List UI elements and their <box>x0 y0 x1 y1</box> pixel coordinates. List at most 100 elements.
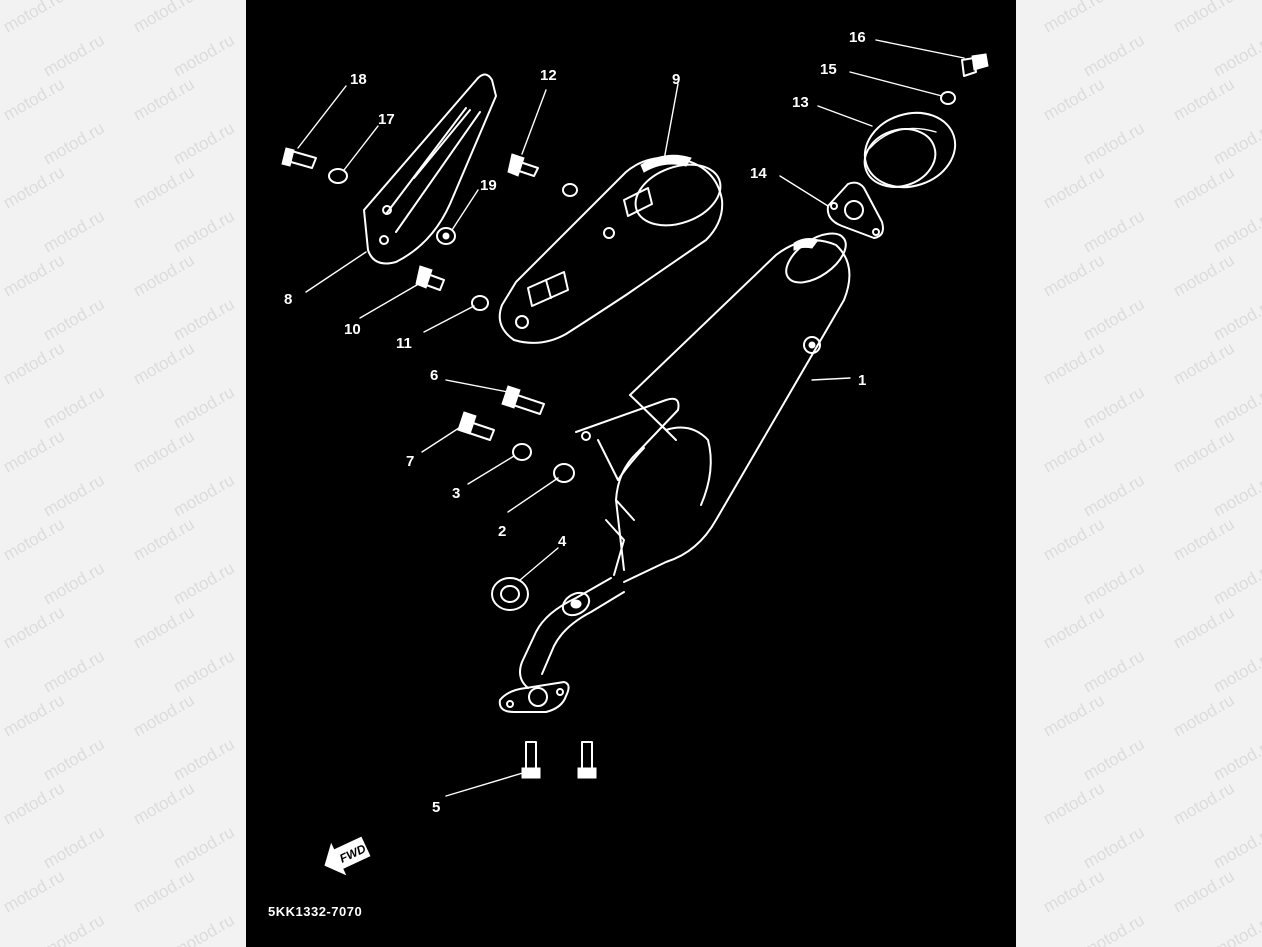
watermark-text: motod.ru <box>1040 602 1108 653</box>
watermark-text: motod.ru <box>0 0 68 37</box>
parts-diagram-panel: 1 2 3 4 5 6 7 8 9 10 11 12 13 14 15 16 1… <box>246 0 1016 947</box>
watermark-text: motod.ru <box>170 118 238 169</box>
watermark-text: motod.ru <box>1040 0 1108 37</box>
watermark-text: motod.ru <box>170 294 238 345</box>
watermark-text: motod.ru <box>0 162 68 213</box>
watermark-text: motod.ru <box>0 250 68 301</box>
watermark-text: motod.ru <box>1170 0 1238 37</box>
watermark-text: motod.ru <box>1080 910 1148 947</box>
watermark-text: motod.ru <box>1170 602 1238 653</box>
watermark-text: motod.ru <box>40 118 108 169</box>
callout-10: 10 <box>344 321 361 338</box>
fwd-direction-badge: FWD <box>324 836 371 876</box>
watermark-text: motod.ru <box>130 0 198 37</box>
watermark-text: motod.ru <box>130 778 198 829</box>
watermark-text: motod.ru <box>1210 382 1262 433</box>
watermark-text: motod.ru <box>1210 206 1262 257</box>
watermark-text: motod.ru <box>1170 866 1238 917</box>
watermark-text: motod.ru <box>170 646 238 697</box>
watermark-text: motod.ru <box>0 778 68 829</box>
watermark-text: motod.ru <box>0 514 68 565</box>
watermark-text: motod.ru <box>1210 470 1262 521</box>
callout-11: 11 <box>396 335 412 352</box>
watermark-text: motod.ru <box>0 866 68 917</box>
watermark-text: motod.ru <box>1040 866 1108 917</box>
watermark-text: motod.ru <box>1080 118 1148 169</box>
watermark-text: motod.ru <box>1170 338 1238 389</box>
callout-6: 6 <box>430 367 438 384</box>
watermark-text: motod.ru <box>40 910 108 947</box>
watermark-text: motod.ru <box>170 734 238 785</box>
callout-5: 5 <box>432 799 440 816</box>
watermark-text: motod.ru <box>1210 558 1262 609</box>
watermark-text: motod.ru <box>1040 514 1108 565</box>
watermark-text: motod.ru <box>1040 250 1108 301</box>
callout-16: 16 <box>849 29 866 46</box>
watermark-text: motod.ru <box>40 822 108 873</box>
watermark-text: motod.ru <box>40 206 108 257</box>
watermark-text: motod.ru <box>130 250 198 301</box>
callout-12: 12 <box>540 67 557 84</box>
watermark-text: motod.ru <box>0 602 68 653</box>
gasket-flange <box>826 181 884 239</box>
watermark-text: motod.ru <box>1080 558 1148 609</box>
watermark-text: motod.ru <box>1080 30 1148 81</box>
watermark-text: motod.ru <box>170 382 238 433</box>
watermark-text: motod.ru <box>1080 294 1148 345</box>
watermark-text: motod.ru <box>130 426 198 477</box>
watermark-text: motod.ru <box>0 338 68 389</box>
watermark-text: motod.ru <box>40 470 108 521</box>
watermark-text: motod.ru <box>130 602 198 653</box>
watermark-text: motod.ru <box>1080 382 1148 433</box>
callout-18: 18 <box>350 71 367 88</box>
watermark-text: motod.ru <box>1170 162 1238 213</box>
watermark-text: motod.ru <box>1080 734 1148 785</box>
watermark-text: motod.ru <box>0 690 68 741</box>
watermark-text: motod.ru <box>130 338 198 389</box>
watermark-text: motod.ru <box>130 74 198 125</box>
watermark-text: motod.ru <box>40 646 108 697</box>
diagram-reference-code: 5KK1332-7070 <box>268 904 362 919</box>
watermark-text: motod.ru <box>130 162 198 213</box>
watermark-text: motod.ru <box>170 822 238 873</box>
fasteners <box>281 53 989 779</box>
watermark-text: motod.ru <box>1040 778 1108 829</box>
watermark-text: motod.ru <box>1170 74 1238 125</box>
watermark-text: motod.ru <box>130 690 198 741</box>
watermark-text: motod.ru <box>1080 470 1148 521</box>
heat-protector <box>498 154 724 344</box>
watermark-text: motod.ru <box>170 206 238 257</box>
watermark-text: motod.ru <box>1170 690 1238 741</box>
callout-4: 4 <box>558 533 567 550</box>
watermark-text: motod.ru <box>1040 426 1108 477</box>
watermark-text: motod.ru <box>130 514 198 565</box>
watermark-text: motod.ru <box>40 294 108 345</box>
callout-2: 2 <box>498 523 506 540</box>
watermark-text: motod.ru <box>170 30 238 81</box>
callout-9: 9 <box>672 71 680 88</box>
watermark-text: motod.ru <box>1210 734 1262 785</box>
callout-15: 15 <box>820 61 837 78</box>
callout-7: 7 <box>406 453 414 470</box>
watermark-text: motod.ru <box>1210 294 1262 345</box>
watermark-text: motod.ru <box>170 470 238 521</box>
callout-3: 3 <box>452 485 460 502</box>
watermark-text: motod.ru <box>40 558 108 609</box>
callout-17: 17 <box>378 111 395 128</box>
watermark-text: motod.ru <box>1210 822 1262 873</box>
watermark-text: motod.ru <box>1170 514 1238 565</box>
watermark-text: motod.ru <box>40 734 108 785</box>
watermark-text: motod.ru <box>1170 250 1238 301</box>
watermark-text: motod.ru <box>1210 646 1262 697</box>
watermark-text: motod.ru <box>1170 426 1238 477</box>
protector-cover <box>363 73 497 265</box>
watermark-text: motod.ru <box>1210 910 1262 947</box>
watermark-text: motod.ru <box>1170 778 1238 829</box>
watermark-text: motod.ru <box>170 910 238 947</box>
exhaust-pipe <box>498 577 625 713</box>
watermark-text: motod.ru <box>40 30 108 81</box>
callout-8: 8 <box>284 291 292 308</box>
callout-1: 1 <box>858 372 866 389</box>
watermark-text: motod.ru <box>170 558 238 609</box>
callout-14: 14 <box>750 165 767 182</box>
